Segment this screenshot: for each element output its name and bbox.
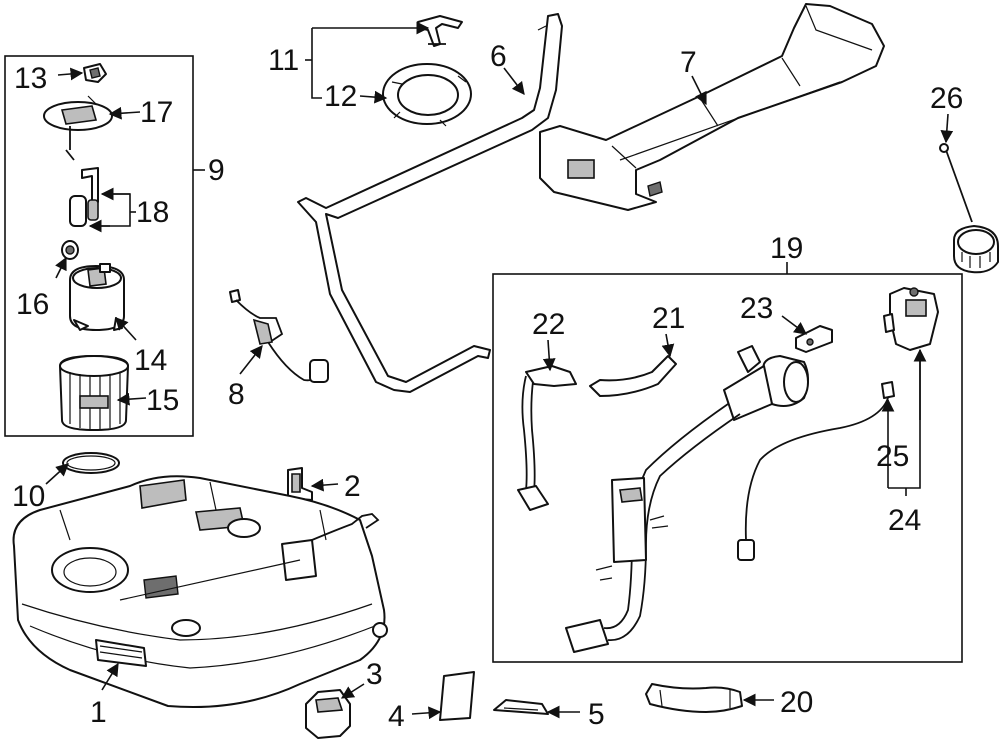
part-8-sender-harness — [229, 289, 329, 383]
callout-6: 6 — [490, 40, 507, 73]
part-10-o-ring — [62, 452, 120, 474]
callout-16: 16 — [16, 288, 49, 321]
part-12-lock-ring — [382, 63, 472, 127]
callout-17: 17 — [140, 96, 173, 129]
part-20-hose — [645, 683, 743, 713]
callout-18: 18 — [136, 196, 169, 229]
part-24-valve — [883, 287, 939, 351]
part-11-retainer — [417, 15, 463, 47]
callout-23: 23 — [740, 292, 773, 325]
part-2-bracket — [287, 467, 313, 501]
leader-lines — [45, 21, 954, 720]
callout-11: 11 — [268, 44, 299, 77]
part-26-fuel-cap — [939, 143, 999, 274]
part-25-wire — [737, 381, 895, 561]
part-22-vent-tube — [517, 365, 577, 511]
filler-neck-assembly — [565, 345, 809, 653]
part-3-pad — [305, 689, 351, 739]
callout-24: 24 — [888, 504, 921, 537]
callout-10: 10 — [12, 480, 45, 513]
callout-8: 8 — [228, 378, 245, 411]
part-6-tank-strap — [297, 13, 563, 393]
part-17-pump-cover — [43, 95, 113, 161]
part-16-fitting — [61, 240, 79, 260]
pump-module-group-box — [4, 55, 194, 437]
part-4-pad — [439, 671, 475, 721]
callout-26: 26 — [930, 82, 963, 115]
callout-21: 21 — [652, 302, 685, 335]
part-14-fuel-pump — [69, 263, 125, 331]
callout-3: 3 — [366, 658, 383, 691]
part-15-strainer — [59, 355, 129, 431]
callout-9: 9 — [208, 154, 225, 187]
callout-1: 1 — [90, 696, 107, 729]
part-21-hose — [589, 355, 677, 397]
callout-2: 2 — [344, 470, 361, 503]
callout-25: 25 — [876, 440, 909, 473]
part-13-clip — [83, 63, 107, 83]
callout-22: 22 — [532, 308, 565, 341]
callout-15: 15 — [146, 384, 179, 417]
callout-4: 4 — [388, 700, 405, 733]
callout-7: 7 — [680, 46, 697, 79]
part-18-pipes — [69, 167, 99, 227]
filler-neck-group-box — [492, 273, 963, 663]
callout-5: 5 — [588, 698, 605, 731]
part-23-clip — [795, 325, 833, 353]
part-5-pad — [493, 699, 549, 715]
callout-19: 19 — [770, 232, 803, 265]
callout-14: 14 — [134, 344, 167, 377]
part-1-fuel-tank — [12, 475, 388, 709]
callout-20: 20 — [780, 686, 813, 719]
callout-13: 13 — [14, 62, 47, 95]
callout-labels: 13 17 9 18 16 14 15 11 12 6 7 26 19 8 22… — [12, 40, 963, 733]
callout-12: 12 — [324, 80, 357, 113]
part-7-heat-shield — [539, 3, 885, 211]
